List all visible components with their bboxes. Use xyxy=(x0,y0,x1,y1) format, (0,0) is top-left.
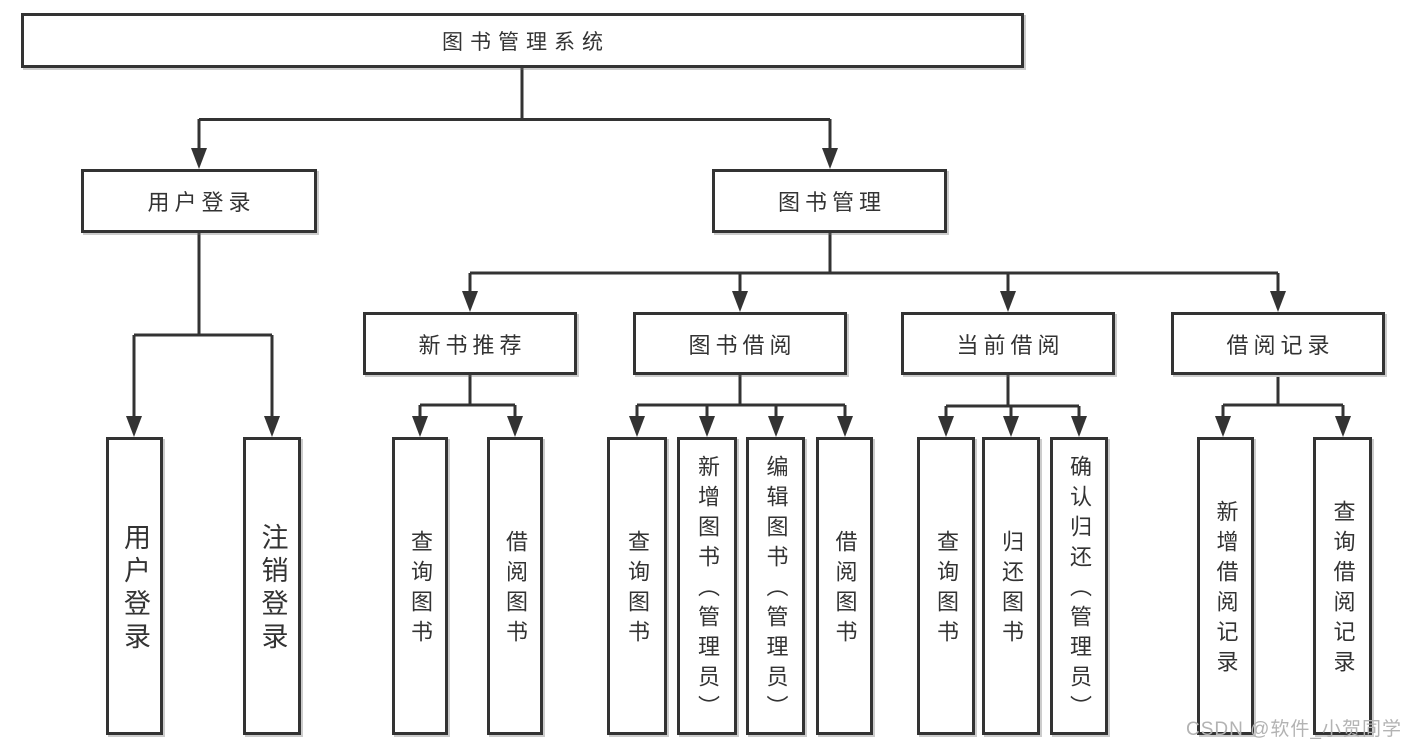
node-label: 图书管理 xyxy=(777,190,886,215)
node-label: 查询图书 xyxy=(408,530,433,650)
node-leaf-borrow-books: 借阅图书 xyxy=(816,437,873,735)
node-label: 归还图书 xyxy=(999,530,1024,650)
node-label: 图书管理系统 xyxy=(442,30,610,54)
node-leaf-logout: 注销登录 xyxy=(243,437,301,735)
node-new-book-recommend: 新书推荐 xyxy=(363,312,577,375)
node-leaf-add-borrow-record: 新增借阅记录 xyxy=(1197,437,1254,735)
node-leaf-query-books-borrowing: 查询图书 xyxy=(607,437,667,735)
node-leaf-query-borrow-record: 查询借阅记录 xyxy=(1313,437,1372,735)
node-current-borrowing: 当前借阅 xyxy=(901,312,1115,375)
node-label: 当前借阅 xyxy=(956,332,1065,358)
node-leaf-add-books-admin: 新增图书（管理员） xyxy=(677,437,737,735)
node-label: 用户登录 xyxy=(120,523,150,655)
node-label: 查询图书 xyxy=(625,530,650,650)
node-leaf-borrow-books-recommend: 借阅图书 xyxy=(487,437,543,735)
node-label: 借阅图书 xyxy=(832,530,858,650)
node-label: 用户登录 xyxy=(147,190,256,215)
node-root: 图书管理系统 xyxy=(21,13,1024,68)
node-leaf-user-login: 用户登录 xyxy=(106,437,163,735)
node-label: 借阅图书 xyxy=(503,530,528,650)
node-leaf-return-books: 归还图书 xyxy=(982,437,1040,735)
node-leaf-confirm-return-admin: 确认归还（管理员） xyxy=(1050,437,1108,735)
node-label: 新增借阅记录 xyxy=(1213,500,1239,680)
node-label: 新书推荐 xyxy=(418,332,527,358)
node-label: 图书借阅 xyxy=(688,332,797,358)
node-user-login-branch: 用户登录 xyxy=(81,169,317,233)
node-book-borrowing: 图书借阅 xyxy=(633,312,847,375)
node-label: 新增图书（管理员） xyxy=(695,455,720,725)
node-leaf-query-books-current: 查询图书 xyxy=(917,437,975,735)
node-label: 查询借阅记录 xyxy=(1330,500,1356,680)
node-leaf-query-books-recommend: 查询图书 xyxy=(392,437,448,735)
csdn-watermark: CSDN @软件_小贺同学 xyxy=(1186,719,1402,740)
node-label: 注销登录 xyxy=(257,523,288,655)
node-label: 编辑图书（管理员） xyxy=(763,455,789,725)
node-leaf-edit-books-admin: 编辑图书（管理员） xyxy=(746,437,805,735)
node-book-management: 图书管理 xyxy=(712,169,947,233)
node-label: 确认归还（管理员） xyxy=(1067,455,1092,725)
node-label: 借阅记录 xyxy=(1226,332,1335,358)
node-borrowing-records: 借阅记录 xyxy=(1171,312,1385,375)
node-label: 查询图书 xyxy=(934,530,959,650)
